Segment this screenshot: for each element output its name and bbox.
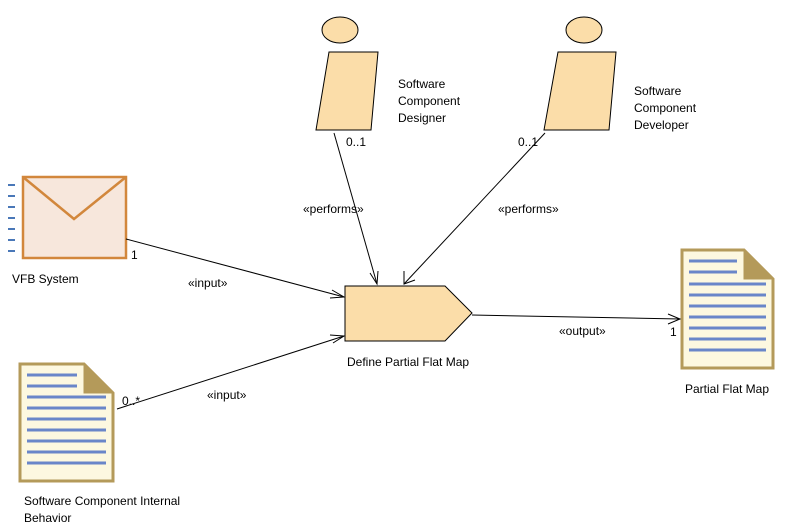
task-define-partial-flat-map[interactable]: Define Partial Flat Map xyxy=(344,285,473,369)
designer-multiplicity: 0..1 xyxy=(346,135,366,149)
task-shape xyxy=(344,285,473,342)
output-label: «output» xyxy=(559,324,606,338)
designer-label-line-3: Designer xyxy=(398,111,446,125)
person-icon xyxy=(315,16,379,131)
input-software-component-internal-behavior[interactable]: Software Component Internal Behavior xyxy=(18,362,180,525)
designer-label-line-1: Software xyxy=(398,77,446,91)
vfb-system-label: VFB System xyxy=(12,272,79,286)
role-software-component-designer[interactable]: Software Component Designer xyxy=(315,16,461,131)
developer-performs-label: «performs» xyxy=(498,202,559,216)
edge-developer-performs[interactable]: 0..1 «performs» xyxy=(403,132,559,285)
internal-behavior-label-line-2: Behavior xyxy=(24,511,71,525)
internal-behavior-label-line-1: Software Component Internal xyxy=(24,494,180,508)
edge-vfb-input[interactable]: 1 «input» xyxy=(125,238,346,299)
developer-multiplicity: 0..1 xyxy=(518,135,538,149)
edge-output[interactable]: 1 «output» xyxy=(471,313,682,339)
role-software-component-developer[interactable]: Software Component Developer xyxy=(543,16,697,132)
behavior-multiplicity: 0..* xyxy=(122,394,140,408)
document-icon xyxy=(680,248,775,370)
vfb-input-label: «input» xyxy=(188,276,228,290)
vfb-multiplicity: 1 xyxy=(131,248,138,262)
partial-flat-map-label: Partial Flat Map xyxy=(685,382,769,396)
output-multiplicity: 1 xyxy=(670,325,677,339)
edge-behavior-input[interactable]: 0..* «input» xyxy=(116,334,346,410)
person-icon xyxy=(543,16,617,131)
document-icon xyxy=(18,362,115,483)
edge-designer-performs[interactable]: 0..1 «performs» xyxy=(303,132,379,286)
output-partial-flat-map[interactable]: Partial Flat Map xyxy=(680,248,775,396)
input-vfb-system[interactable]: VFB System xyxy=(8,175,128,286)
side-ticks xyxy=(8,184,15,252)
developer-label-line-3: Developer xyxy=(634,118,689,132)
envelope-icon xyxy=(21,175,128,260)
behavior-input-label: «input» xyxy=(207,388,247,402)
developer-label-line-1: Software xyxy=(634,84,682,98)
designer-performs-label: «performs» xyxy=(303,202,364,216)
designer-label-line-2: Component xyxy=(398,94,461,108)
task-label: Define Partial Flat Map xyxy=(347,355,469,369)
developer-label-line-2: Component xyxy=(634,101,697,115)
